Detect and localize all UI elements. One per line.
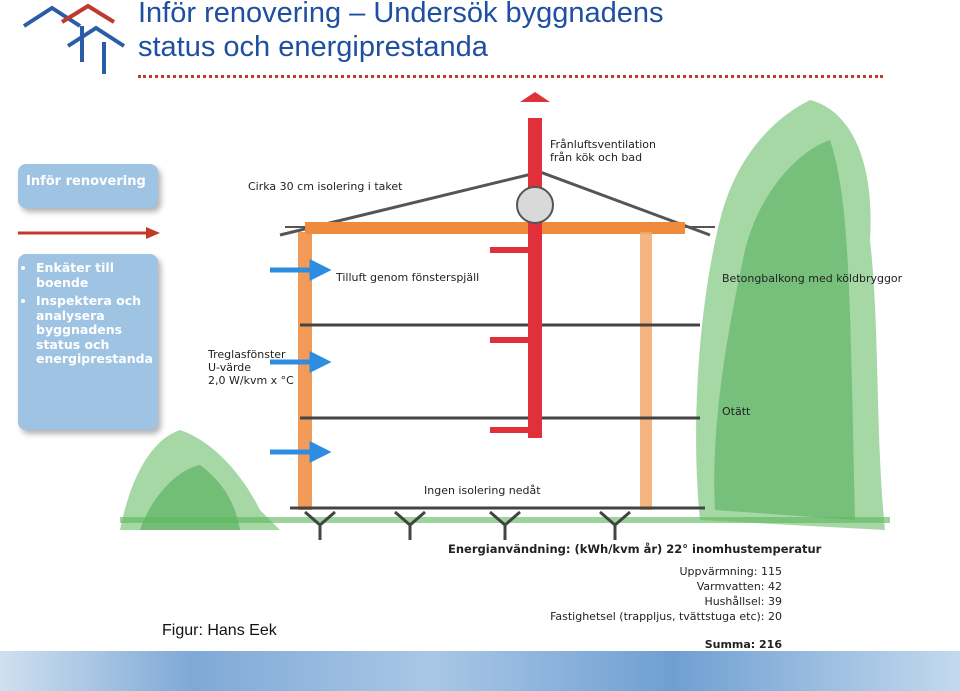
arrow-right-icon [18, 227, 160, 239]
supply-air-arrows [270, 258, 332, 464]
figure-credit: Figur: Hans Eek [162, 622, 277, 639]
floor-slabs [290, 323, 705, 510]
foundations [304, 510, 631, 540]
left-wall [298, 232, 312, 510]
label-window-line-1: Treglasfönster [208, 348, 286, 361]
label-window-line-3: 2,0 W/kvm x °C [208, 374, 294, 387]
footer-banner [0, 651, 960, 691]
right-wall [640, 232, 652, 510]
label-roof-insulation: Cirka 30 cm isolering i taket [248, 180, 403, 193]
sidebar-header-label: Inför renovering [26, 174, 146, 189]
sidebar-item-survey: Enkäter till boende [36, 260, 154, 290]
title-line-2: status och energiprestanda [138, 31, 488, 63]
label-floor: Ingen isolering nedåt [424, 484, 541, 497]
label-leak: Otätt [722, 405, 751, 418]
energy-row-heating: Uppvärmning: 115 [679, 565, 783, 578]
energy-sum: Summa: 216 [704, 638, 782, 651]
label-supply-air: Tilluft genom fönsterspjäll [336, 271, 480, 284]
greenery-right [696, 100, 885, 530]
exhaust-duct [490, 92, 554, 438]
houses-logo-icon [22, 3, 126, 74]
roof-insulation [305, 222, 685, 234]
label-exhaust-line-2: från kök och bad [550, 151, 643, 164]
label-exhaust-line-1: Frånluftsventilation [550, 138, 656, 151]
label-window-line-2: U-värde [208, 361, 252, 374]
energy-summary: Energianvändning: (kWh/kvm år) 22° inomh… [448, 542, 822, 651]
energy-row-household: Hushållsel: 39 [704, 595, 782, 608]
sidebar-list: Enkäter till boende Inspektera och analy… [18, 254, 158, 430]
title-line-1: Inför renovering – Undersök byggnadens [138, 0, 664, 29]
label-balcony: Betongbalkong med köldbryggor [722, 272, 903, 285]
sidebar-header: Inför renovering [18, 164, 158, 208]
energy-row-property: Fastighetsel (trappljus, tvättstuga etc)… [550, 610, 782, 623]
title-underline [138, 75, 883, 78]
page-title: Inför renovering – Undersök byggnadens s… [138, 0, 664, 64]
energy-row-hot-water: Varmvatten: 42 [696, 580, 782, 593]
energy-header: Energianvändning: (kWh/kvm år) 22° inomh… [448, 542, 822, 556]
greenery-left [120, 430, 280, 530]
sidebar-item-inspect: Inspektera och analysera byggnadens stat… [36, 293, 154, 367]
